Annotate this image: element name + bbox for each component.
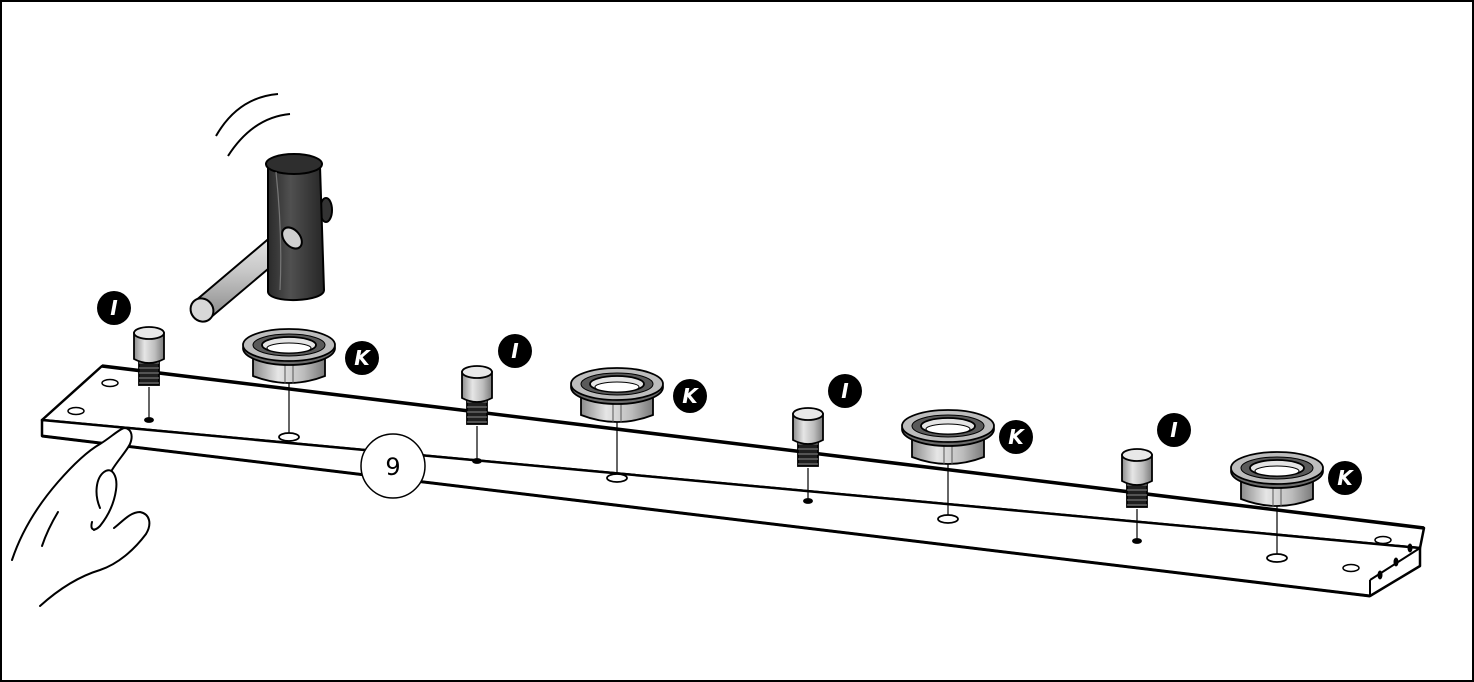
dowel-1 (133, 326, 165, 423)
part-label-I-1: I (97, 291, 131, 325)
part-label-I-3: I (828, 374, 862, 408)
part-label-K-3: K (999, 420, 1033, 454)
flanged-bushing-2 (570, 367, 664, 483)
rubber-mallet-icon (189, 93, 333, 323)
part-label-K-2: K (673, 379, 707, 413)
flanged-bushing-1 (242, 328, 336, 442)
flanged-bushing-4 (1230, 451, 1324, 563)
part-label-text: K (682, 384, 699, 408)
dowel-2 (461, 365, 493, 464)
part-label-K-1: K (345, 341, 379, 375)
dowel-4 (1121, 448, 1153, 544)
part-label-text: I (1170, 418, 1178, 442)
wood-panel (40, 364, 1426, 598)
part-label-I-2: I (498, 334, 532, 368)
part-label-text: I (841, 379, 849, 403)
step-number: 9 (385, 453, 400, 481)
hand-icon (11, 427, 151, 607)
part-label-text: I (511, 339, 519, 363)
part-label-K-4: K (1328, 461, 1362, 495)
step-number-badge: 9 (360, 433, 426, 499)
flanged-bushing-3 (901, 409, 995, 524)
part-label-I-4: I (1157, 413, 1191, 447)
part-label-text: I (110, 296, 118, 320)
part-label-text: K (1337, 466, 1354, 490)
part-label-text: K (354, 346, 371, 370)
dowel-3 (792, 407, 824, 504)
part-label-text: K (1008, 425, 1025, 449)
